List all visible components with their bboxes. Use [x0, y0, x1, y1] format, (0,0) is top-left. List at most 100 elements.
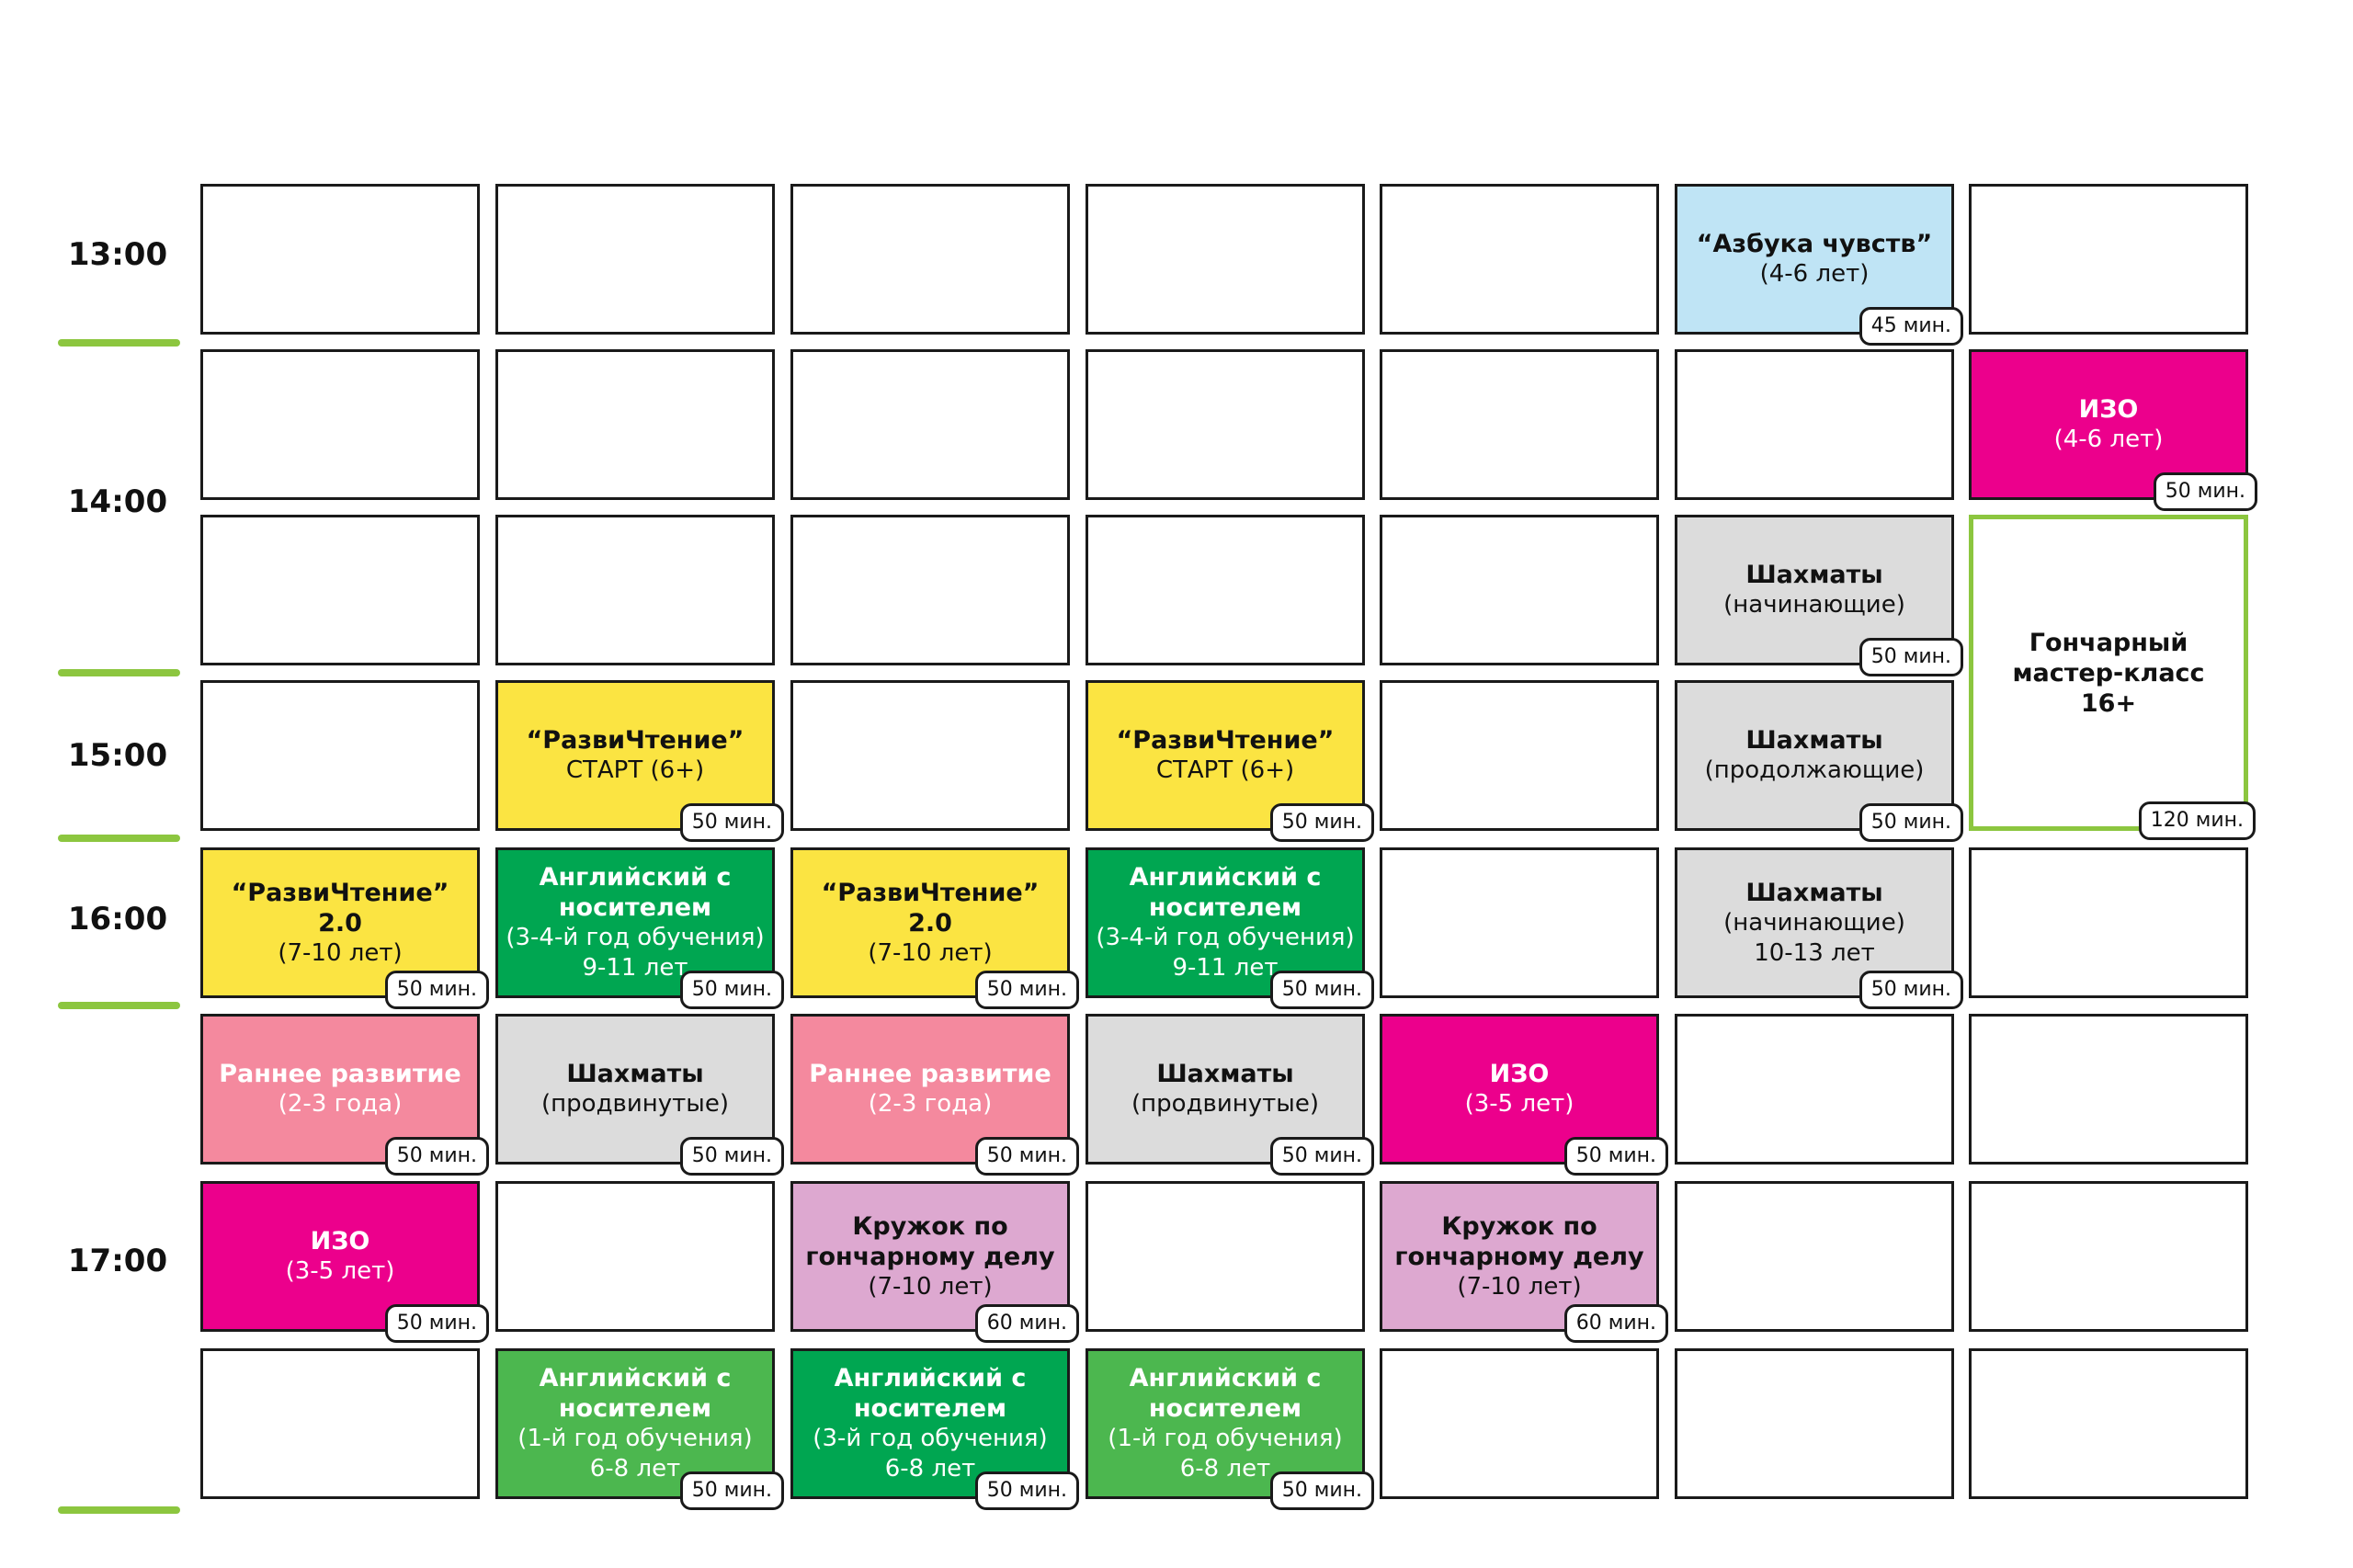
class-detail: 6-8 лет — [589, 1455, 681, 1483]
class-title: Английский с носителем — [539, 1364, 732, 1423]
class-cell: Шахматы(продолжающие) 50 мин. — [1675, 680, 1963, 842]
time-separator — [58, 835, 180, 842]
class-cell: ИЗО(3-5 лет)50 мин. — [1380, 1014, 1668, 1176]
class-title: Английский с носителем — [539, 863, 732, 922]
time-label: 14:00 — [67, 483, 168, 520]
class-detail: (начинающие) — [1723, 591, 1905, 619]
empty-cell — [1380, 847, 1659, 998]
class-title: ИЗО — [2078, 395, 2139, 424]
class-cell: ИЗО(4-6 лет) 50 мин. — [1969, 349, 2257, 511]
class-cell: Кружок по гончарному делу(7-10 лет) 60 ми… — [1380, 1181, 1668, 1343]
duration-badge: 50 мин. — [2153, 472, 2257, 511]
class-detail: (1-й год обучения) — [1108, 1425, 1343, 1452]
class-title: Раннее развитие — [219, 1060, 461, 1088]
class-title: Английский с носителем — [1129, 1364, 1322, 1423]
empty-cell — [1380, 515, 1659, 665]
duration-badge: 50 мин. — [1269, 803, 1374, 842]
class-title: Шахматы — [1156, 1060, 1294, 1088]
empty-cell — [1969, 1181, 2248, 1332]
class-cell: Английский с носителем(3-4-й год обучени… — [495, 847, 784, 1009]
class-detail: (3-й год обучения) — [813, 1425, 1048, 1452]
time-separator — [58, 1002, 180, 1009]
class-cell: Английский с носителем(1-й год обучения)… — [1086, 1348, 1374, 1510]
class-title: Кружок по гончарному делу — [805, 1211, 1055, 1271]
empty-cell — [790, 349, 1070, 500]
duration-badge: 45 мин. — [1859, 307, 1963, 346]
class-cell: Английский с носителем(1-й год обучения)… — [495, 1348, 784, 1510]
empty-cell — [790, 680, 1070, 831]
empty-cell — [1086, 1181, 1365, 1332]
time-label: 15:00 — [67, 737, 168, 774]
class-title: Шахматы — [566, 1060, 704, 1088]
empty-cell — [1969, 1014, 2248, 1165]
time-separator — [58, 1506, 180, 1514]
empty-cell — [1380, 184, 1659, 335]
class-cell: Гончарный мастер-класс 16+ 120 мин. — [1969, 515, 2256, 840]
class-title: ИЗО — [1489, 1060, 1550, 1088]
empty-cell — [1969, 184, 2248, 335]
class-cell: Шахматы(продвинутые)50 мин. — [1086, 1014, 1374, 1176]
class-detail: (3-5 лет) — [285, 1257, 395, 1285]
class-cell: Раннее развитие(2-3 года)50 мин. — [200, 1014, 489, 1176]
class-cell: “РазвиЧтение” 2.0(7-10 лет)50 мин. — [790, 847, 1079, 1009]
class-title: “РазвиЧтение” 2.0 — [231, 878, 449, 937]
class-cell: Кружок по гончарному делу(7-10 лет) 60 ми… — [790, 1181, 1079, 1343]
class-title: Гончарный мастер-класс 16+ — [2012, 628, 2205, 718]
class-detail: (2-3 года) — [278, 1090, 403, 1118]
class-detail: СТАРТ (6+) — [565, 756, 705, 784]
empty-cell — [1675, 1348, 1954, 1499]
duration-badge: 50 мин. — [679, 803, 784, 842]
class-cell: ИЗО(3-5 лет)50 мин. — [200, 1181, 489, 1343]
empty-cell — [790, 184, 1070, 335]
duration-badge: 60 мин. — [1563, 1304, 1668, 1343]
class-title: Раннее развитие — [809, 1060, 1051, 1088]
empty-cell — [1675, 1181, 1954, 1332]
class-detail: (7-10 лет) — [868, 1272, 993, 1301]
time-label: 13:00 — [67, 236, 168, 273]
class-detail: СТАРТ (6+) — [1155, 756, 1295, 784]
empty-cell — [495, 1181, 775, 1332]
class-detail: (1-й год обучения) — [517, 1425, 753, 1452]
empty-cell — [1086, 515, 1365, 665]
duration-badge: 50 мин. — [384, 971, 489, 1009]
class-title: Английский с носителем — [1129, 863, 1322, 922]
class-title: Шахматы — [1745, 878, 1883, 907]
class-title: “РазвиЧтение” — [526, 726, 745, 755]
empty-cell — [200, 184, 480, 335]
class-detail: (4-6 лет) — [2053, 426, 2164, 453]
duration-badge: 50 мин. — [1859, 803, 1963, 842]
time-label: 17:00 — [67, 1243, 168, 1279]
empty-cell — [1086, 184, 1365, 335]
class-cell: Раннее развитие(2-3 года)50 мин. — [790, 1014, 1079, 1176]
duration-badge: 50 мин. — [1563, 1137, 1668, 1176]
duration-badge: 50 мин. — [384, 1304, 489, 1343]
class-title: Шахматы — [1745, 561, 1883, 589]
class-cell: Английский с носителем(3-й год обучения)… — [790, 1348, 1079, 1510]
class-cell: “РазвиЧтение”СТАРТ (6+)50 мин. — [1086, 680, 1374, 842]
duration-badge: 120 мин. — [2138, 801, 2256, 840]
class-cell: Шахматы(начинающие)50 мин. — [1675, 515, 1963, 676]
class-detail: (3-4-й год обучения) — [506, 924, 765, 951]
time-separator — [58, 339, 180, 347]
empty-cell — [495, 184, 775, 335]
class-detail: 9-11 лет — [1172, 954, 1279, 982]
class-title: Шахматы — [1745, 726, 1883, 755]
class-detail: (7-10 лет) — [278, 938, 403, 967]
duration-badge: 50 мин. — [1859, 971, 1963, 1009]
class-title: Кружок по гончарному делу — [1394, 1211, 1644, 1271]
class-detail: (продолжающие) — [1704, 756, 1925, 784]
class-detail: (продвинутые) — [541, 1090, 729, 1118]
class-cell: Шахматы(продвинутые) 50 мин. — [495, 1014, 784, 1176]
empty-cell — [1969, 1348, 2248, 1499]
empty-cell — [1380, 1348, 1659, 1499]
class-detail: 9-11 лет — [582, 954, 688, 982]
class-detail: (7-10 лет) — [1457, 1272, 1582, 1301]
empty-cell — [200, 1348, 480, 1499]
duration-badge: 60 мин. — [974, 1304, 1079, 1343]
empty-cell — [495, 515, 775, 665]
empty-cell — [1380, 680, 1659, 831]
duration-badge: 50 мин. — [679, 1137, 784, 1176]
class-detail: (3-4-й год обучения) — [1096, 924, 1355, 951]
